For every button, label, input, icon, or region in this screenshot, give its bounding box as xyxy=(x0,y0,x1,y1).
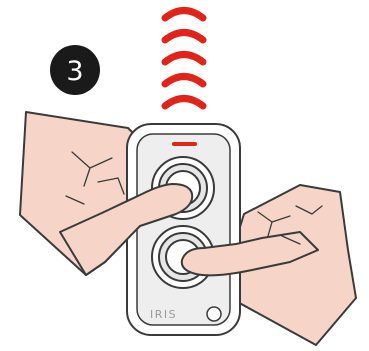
signal-wave-2 xyxy=(165,33,203,41)
signal-wave-3 xyxy=(165,55,203,63)
step-badge: 3 xyxy=(50,45,100,95)
iris-remote: IRIS xyxy=(127,124,240,335)
brand-logo-text: IRIS xyxy=(150,308,177,321)
small-round-button xyxy=(207,307,221,321)
step-number: 3 xyxy=(66,56,83,87)
signal-wave-4 xyxy=(165,77,203,85)
signal-wave-5 xyxy=(165,99,203,107)
signal-waves xyxy=(165,11,203,107)
status-indicator xyxy=(172,142,197,146)
signal-wave-1 xyxy=(165,11,203,19)
